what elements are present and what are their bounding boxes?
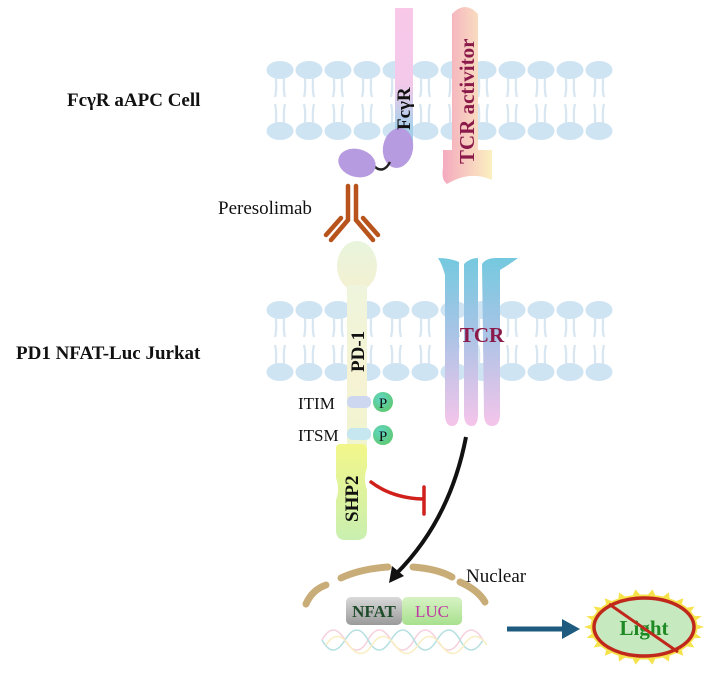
aapc-cell-label: FcγR aAPC Cell bbox=[67, 90, 201, 111]
pd1-head bbox=[337, 241, 377, 291]
fcgr-domain-lower bbox=[338, 148, 376, 178]
lipid-head-inner bbox=[352, 102, 382, 142]
lipid-head-inner bbox=[584, 343, 614, 383]
fcgr-domain-upper bbox=[382, 128, 414, 168]
pd1-receptor: PD-1 bbox=[337, 241, 377, 460]
jurkat-cell-membrane bbox=[265, 299, 614, 383]
lipid-head-outer bbox=[555, 299, 585, 339]
lipid-head-inner bbox=[526, 343, 556, 383]
itsm-motif bbox=[347, 428, 371, 440]
lipid-head-inner bbox=[410, 102, 440, 142]
peresolimab-antibody bbox=[323, 183, 381, 243]
lipid-head-outer bbox=[352, 59, 382, 99]
fcgr-label: FcγR bbox=[394, 87, 415, 130]
no-light-signal: Light bbox=[584, 589, 704, 665]
fcgr-receptor: FcγR bbox=[338, 8, 415, 178]
lipid-head-outer bbox=[323, 59, 353, 99]
lipid-head-inner bbox=[584, 102, 614, 142]
lipid-head-inner bbox=[381, 343, 411, 383]
pd1-stem bbox=[347, 285, 367, 460]
lipid-head-outer bbox=[410, 59, 440, 99]
tcr-activator: TCR activitor bbox=[442, 7, 492, 184]
phospho-itsm-label: P bbox=[379, 429, 387, 445]
prohibited-slash-icon bbox=[608, 602, 679, 654]
itim-motif bbox=[347, 396, 371, 408]
tcr-receptor: TCR bbox=[438, 258, 518, 426]
lipid-head-inner bbox=[323, 102, 353, 142]
itsm-label: ITSM bbox=[298, 426, 339, 445]
prohibited-circle-icon bbox=[592, 596, 696, 658]
inhibition-arrow bbox=[369, 480, 426, 516]
lipid-head-inner bbox=[555, 102, 585, 142]
jurkat-cell-label: PD1 NFAT-Luc Jurkat bbox=[16, 343, 201, 364]
lipid-head-outer bbox=[584, 59, 614, 99]
phospho-itim: P bbox=[373, 392, 393, 412]
lipid-head-outer bbox=[410, 299, 440, 339]
lipid-head-inner bbox=[555, 343, 585, 383]
lipid-head-inner bbox=[294, 102, 324, 142]
tcr-activator-shape bbox=[442, 7, 492, 184]
pd1-label: PD-1 bbox=[348, 331, 369, 372]
lipid-head-outer bbox=[555, 59, 585, 99]
lipid-head-outer bbox=[584, 299, 614, 339]
lipid-head-outer bbox=[265, 59, 295, 99]
lipid-head-inner bbox=[410, 343, 440, 383]
lipid-head-inner bbox=[497, 343, 527, 383]
phospho-itsm: P bbox=[373, 425, 393, 445]
lipid-head-inner bbox=[265, 343, 295, 383]
light-ray bbox=[695, 624, 704, 630]
tcr-label: TCR bbox=[460, 323, 505, 347]
phospho-itim-label: P bbox=[379, 396, 387, 412]
luc-box bbox=[402, 597, 462, 625]
nfat-luc-reporter: NFAT LUC bbox=[346, 597, 462, 625]
lipid-head-outer bbox=[294, 59, 324, 99]
luc-label: LUC bbox=[415, 602, 449, 621]
lipid-head-inner bbox=[294, 343, 324, 383]
lipid-head-outer bbox=[497, 59, 527, 99]
nfat-label: NFAT bbox=[352, 602, 396, 621]
output-arrow bbox=[507, 619, 580, 639]
nuclear-envelope bbox=[302, 563, 489, 608]
aapc-cell-membrane bbox=[265, 59, 614, 142]
light-ray bbox=[584, 624, 593, 630]
lipid-head-inner bbox=[526, 102, 556, 142]
lipid-head-outer bbox=[526, 299, 556, 339]
lipid-head-outer bbox=[265, 299, 295, 339]
lipid-head-outer bbox=[526, 59, 556, 99]
antibody-label: Peresolimab bbox=[218, 198, 312, 219]
lipid-head-inner bbox=[497, 102, 527, 142]
lipid-head-inner bbox=[265, 102, 295, 142]
lipid-head-outer bbox=[381, 299, 411, 339]
tcr-signal-arrow bbox=[389, 436, 468, 583]
tcr-activator-label: TCR activitor bbox=[455, 39, 479, 164]
nfat-box bbox=[346, 597, 402, 625]
itim-label: ITIM bbox=[298, 394, 335, 413]
dna-helix bbox=[321, 629, 488, 655]
fcgr-stem bbox=[395, 8, 413, 148]
nuclear-label: Nuclear bbox=[466, 566, 527, 587]
shp2-phosphatase: SHP2 bbox=[336, 444, 367, 540]
lipid-head-outer bbox=[294, 299, 324, 339]
shp2-label: SHP2 bbox=[342, 476, 363, 522]
